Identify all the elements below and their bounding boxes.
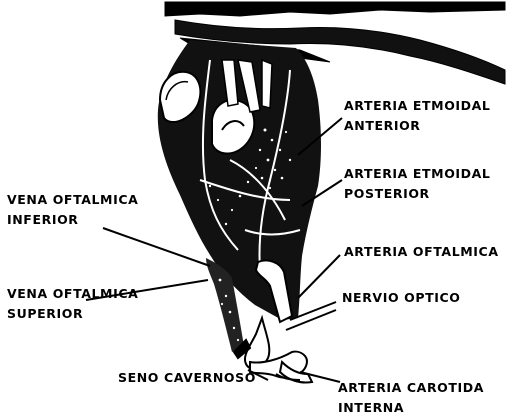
label-line: SENO CAVERNOSO bbox=[118, 368, 256, 388]
label-arteria-carotida-interna: ARTERIA CAROTIDA INTERNA bbox=[338, 378, 484, 418]
label-line: NERVIO OPTICO bbox=[342, 288, 461, 308]
label-line: ARTERIA ETMOIDAL bbox=[344, 96, 491, 116]
label-line: ARTERIA OFTALMICA bbox=[344, 242, 499, 262]
label-nervio-optico: NERVIO OPTICO bbox=[342, 288, 461, 308]
label-line: ARTERIA ETMOIDAL bbox=[344, 164, 491, 184]
label-line: VENA OFTALMICA bbox=[7, 284, 138, 304]
label-arteria-etmoidal-anterior: ARTERIA ETMOIDAL ANTERIOR bbox=[344, 96, 491, 136]
label-line: VENA OFTALMICA bbox=[7, 190, 138, 210]
label-arteria-etmoidal-posterior: ARTERIA ETMOIDAL POSTERIOR bbox=[344, 164, 491, 204]
label-line: ARTERIA CAROTIDA bbox=[338, 378, 484, 398]
label-line: INTERNA bbox=[338, 398, 484, 418]
label-line: POSTERIOR bbox=[344, 184, 491, 204]
label-vena-oftalmica-inferior: VENA OFTALMICA INFERIOR bbox=[7, 190, 138, 230]
label-seno-cavernoso: SENO CAVERNOSO bbox=[118, 368, 256, 388]
orbit-body bbox=[158, 40, 321, 322]
label-arteria-oftalmica: ARTERIA OFTALMICA bbox=[344, 242, 499, 262]
label-line: INFERIOR bbox=[7, 210, 138, 230]
label-line: ANTERIOR bbox=[344, 116, 491, 136]
label-line: SUPERIOR bbox=[7, 304, 138, 324]
label-vena-oftalmica-superior: VENA OFTALMICA SUPERIOR bbox=[7, 284, 138, 324]
